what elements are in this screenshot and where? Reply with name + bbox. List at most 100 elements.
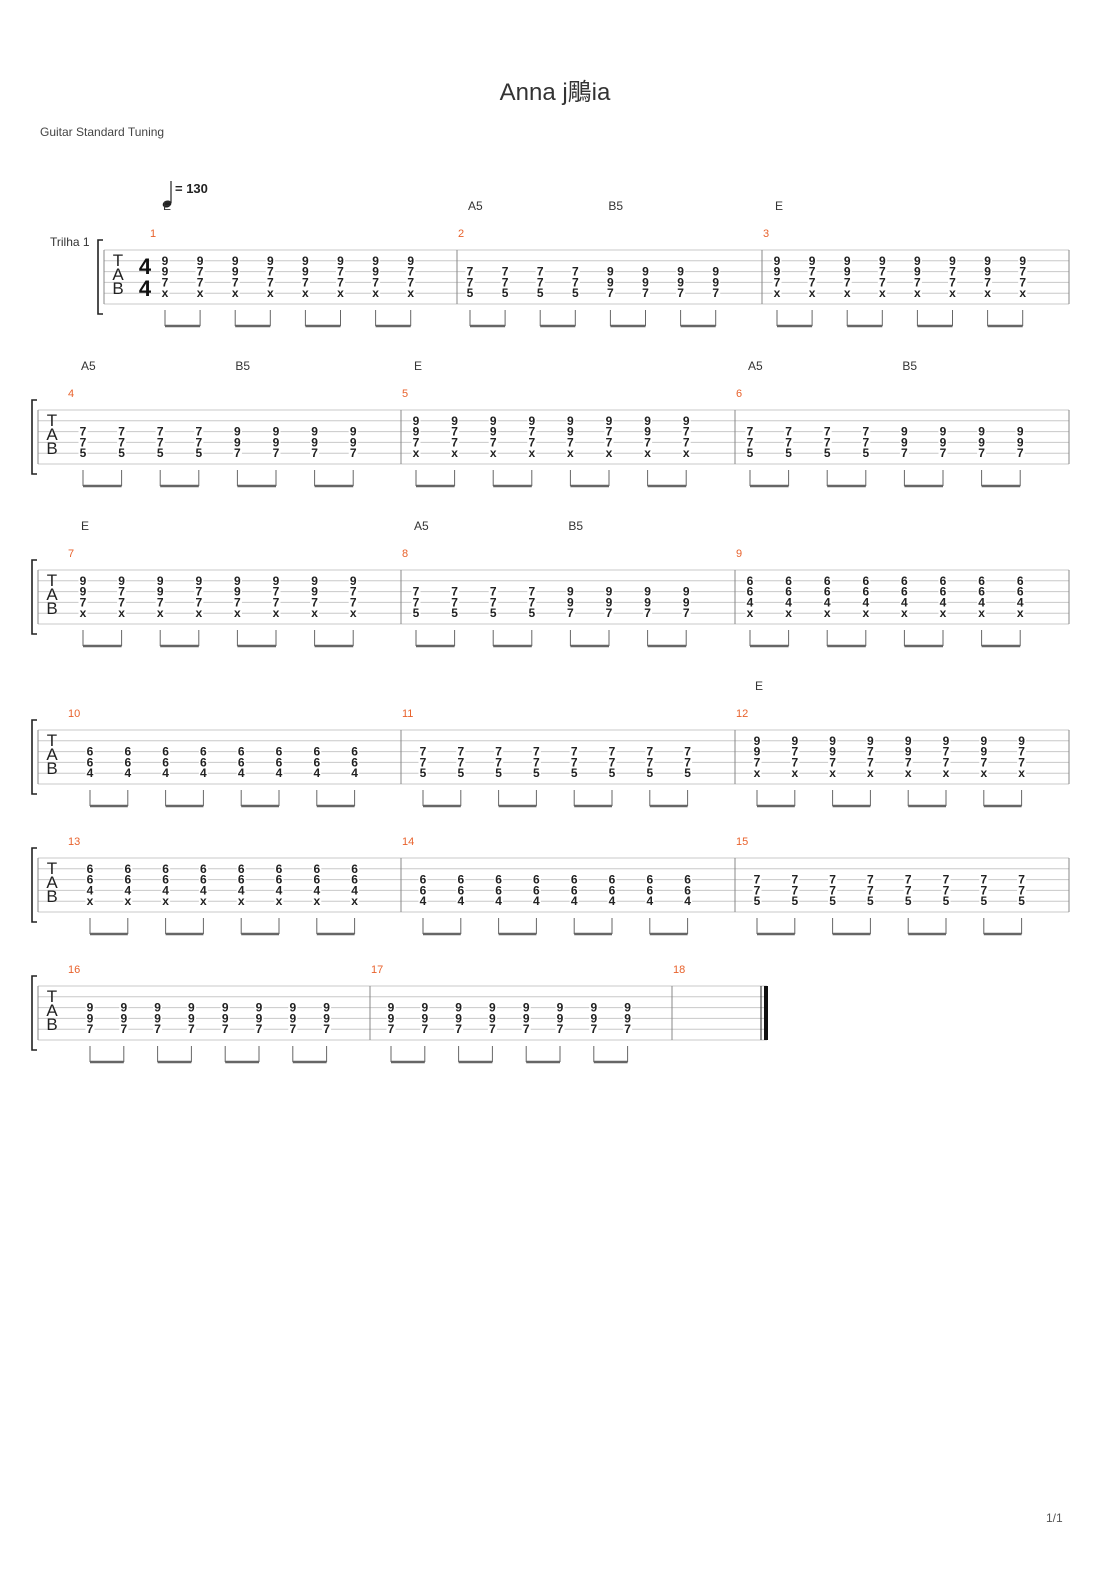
fret-number: 4 <box>420 894 427 908</box>
fret-number: 9 <box>267 254 274 268</box>
fret-bg <box>790 896 800 907</box>
fret-bg <box>899 426 909 437</box>
fret-bg <box>569 885 579 896</box>
fret-number: 6 <box>313 745 320 759</box>
fret-bg <box>645 768 655 779</box>
fret-number: 7 <box>905 883 912 897</box>
fret-bg <box>865 735 875 746</box>
fret-number: x <box>276 894 283 908</box>
fret-bg <box>589 1002 599 1013</box>
chord-name: A5 <box>81 359 96 373</box>
fret-bg <box>411 597 421 608</box>
fret-number: x <box>949 286 956 300</box>
fret-number: 7 <box>413 435 420 449</box>
fret-bg <box>589 1013 599 1024</box>
fret-bg <box>371 266 381 277</box>
fret-bg <box>683 757 693 768</box>
fret-bg <box>336 277 345 288</box>
fret-number: 9 <box>567 595 574 609</box>
fret-bg <box>456 885 466 896</box>
chord-name: E <box>81 519 89 533</box>
fret-number: 9 <box>234 425 241 439</box>
fret-bg <box>350 896 360 907</box>
fret-bg <box>604 586 614 597</box>
fret-bg <box>938 426 948 437</box>
fret-bg <box>220 1013 230 1024</box>
fret-number: 4 <box>200 883 207 897</box>
fret-bg <box>790 757 800 768</box>
fret-number: 7 <box>256 1022 263 1036</box>
measure-number: 7 <box>68 548 74 560</box>
fret-bg <box>531 874 541 885</box>
fret-bg <box>643 426 653 437</box>
fret-number: x <box>350 606 357 620</box>
fret-number: 9 <box>273 435 280 449</box>
fret-number: x <box>273 606 280 620</box>
fret-number: 9 <box>940 425 947 439</box>
fret-bg <box>236 757 246 768</box>
fret-bg <box>861 448 871 459</box>
fret-number: 7 <box>712 286 719 300</box>
fret-bg <box>1017 885 1027 896</box>
fret-bg <box>274 757 284 768</box>
fret-number: 6 <box>609 883 616 897</box>
fret-bg <box>641 288 650 299</box>
fret-number: x <box>791 766 798 780</box>
fret-bg <box>488 448 498 459</box>
fret-number: 7 <box>197 275 204 289</box>
fret-bg <box>198 874 208 885</box>
fret-bg <box>877 255 887 266</box>
fret-number: 7 <box>222 1022 229 1036</box>
fret-bg <box>531 768 541 779</box>
fret-bg <box>494 746 504 757</box>
fret-bg <box>521 1002 531 1013</box>
fret-bg <box>941 768 951 779</box>
fret-bg <box>411 448 421 459</box>
fret-bg <box>350 885 360 896</box>
tab-clef-letter: A <box>46 425 58 444</box>
fret-bg <box>350 863 360 874</box>
fret-bg <box>161 885 171 896</box>
fret-bg <box>822 597 832 608</box>
fret-bg <box>198 746 208 757</box>
tab-clef-letter: T <box>47 571 57 590</box>
fret-bg <box>450 437 460 448</box>
fret-bg <box>488 608 498 619</box>
fret-number: 9 <box>118 574 125 588</box>
fret-number: 4 <box>533 894 540 908</box>
fret-bg <box>828 896 838 907</box>
fret-number: 9 <box>154 1001 161 1015</box>
fret-number: 6 <box>162 755 169 769</box>
fret-number: 9 <box>557 1011 564 1025</box>
fret-number: 5 <box>824 446 831 460</box>
fret-number: 4 <box>495 894 502 908</box>
fret-bg <box>78 426 88 437</box>
fret-bg <box>527 597 537 608</box>
fret-number: 7 <box>646 745 653 759</box>
fret-bg <box>772 255 782 266</box>
fret-number: 4 <box>785 595 792 609</box>
fret-bg <box>569 746 579 757</box>
fret-bg <box>500 266 510 277</box>
fret-number: 7 <box>644 435 651 449</box>
fret-number: 7 <box>533 755 540 769</box>
fret-bg <box>784 608 794 619</box>
fret-number: 7 <box>388 1022 395 1036</box>
fret-bg <box>979 874 989 885</box>
fret-number: 6 <box>313 755 320 769</box>
fret-bg <box>828 746 838 757</box>
fret-number: 9 <box>624 1001 631 1015</box>
fret-number: 7 <box>791 883 798 897</box>
fret-number: 7 <box>607 286 614 300</box>
fret-number: 7 <box>413 595 420 609</box>
fret-bg <box>565 437 575 448</box>
fret-bg <box>865 757 875 768</box>
fret-bg <box>450 448 460 459</box>
fret-bg <box>117 426 127 437</box>
fret-number: 7 <box>162 275 169 289</box>
fret-bg <box>123 863 133 874</box>
fret-number: 6 <box>276 755 283 769</box>
fret-bg <box>232 437 242 448</box>
fret-number: 9 <box>949 254 956 268</box>
fret-number: 5 <box>943 894 950 908</box>
